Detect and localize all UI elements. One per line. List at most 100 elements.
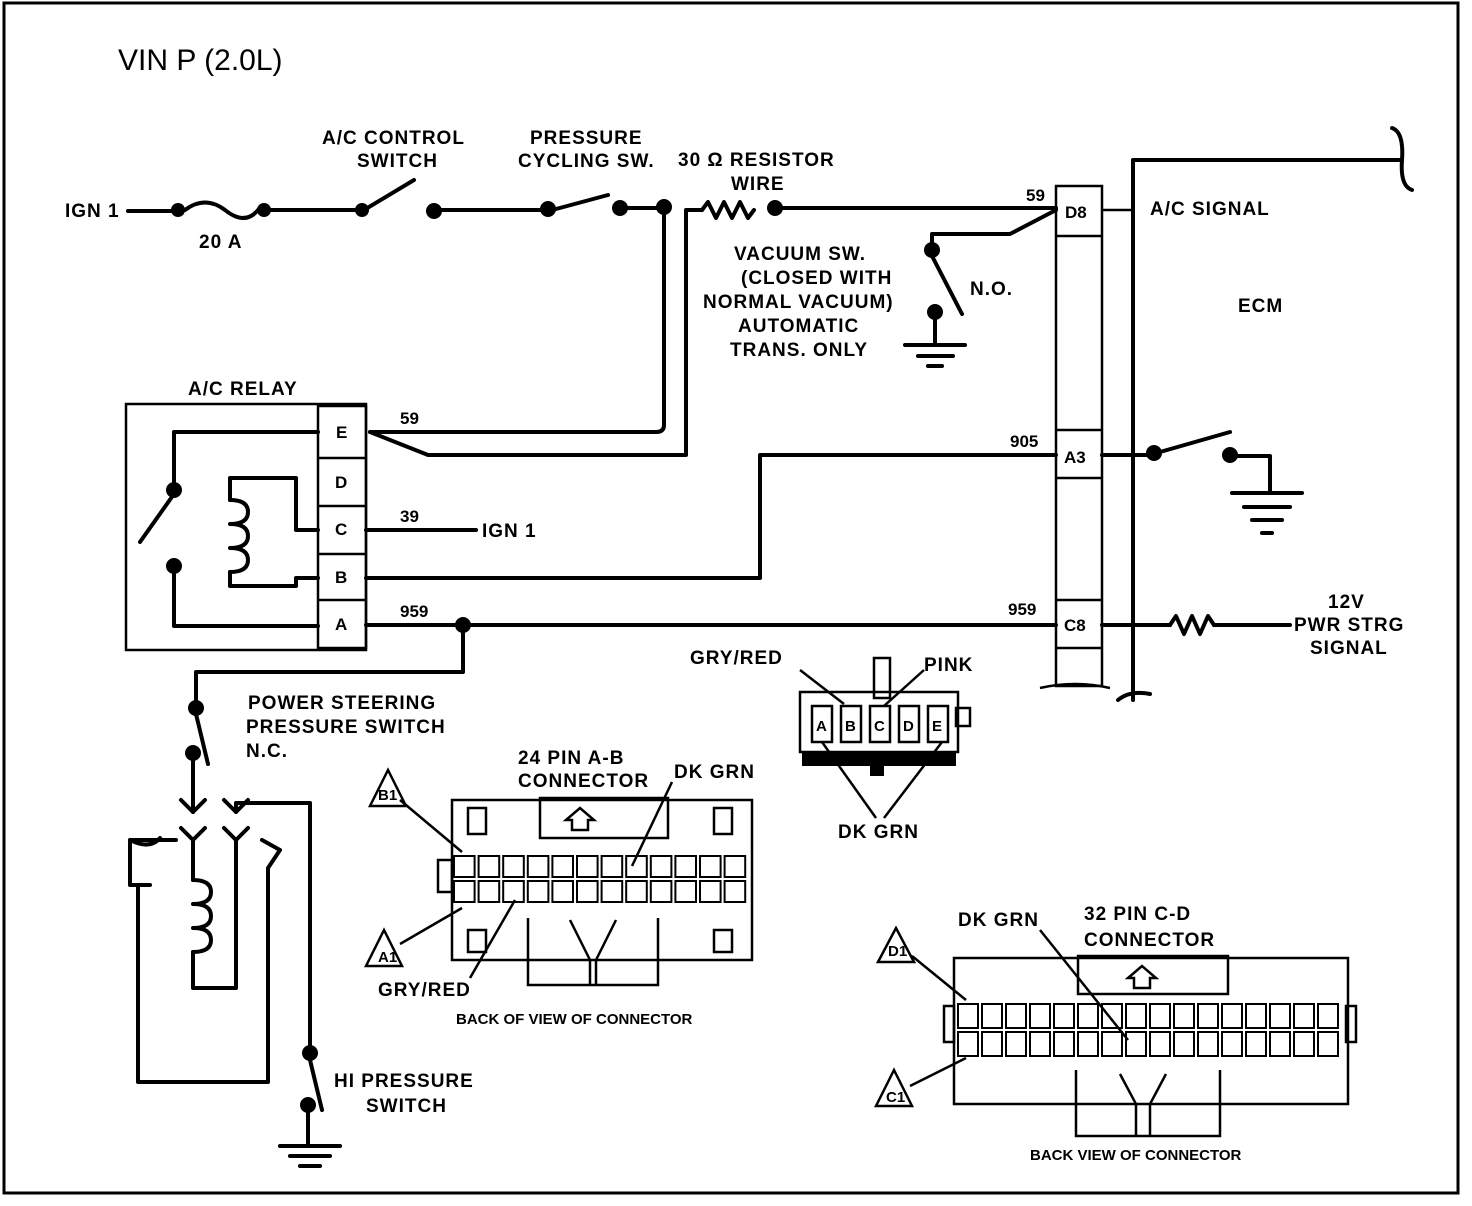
connector-24-cavities (453, 855, 747, 903)
connector-cavity (502, 880, 525, 903)
triangle-a1-leader (399, 906, 463, 946)
ecm-connector-strip (1039, 184, 1111, 690)
connector-cavity (649, 880, 673, 903)
small-connector-pin-label: A (816, 718, 827, 735)
pressure-cycling-label-1: PRESSURE (530, 128, 643, 149)
connector-cavity (453, 880, 476, 903)
connector-cavity (625, 880, 648, 903)
vacuum-label-4: AUTOMATIC (738, 316, 859, 337)
connector-24-pin (436, 796, 754, 987)
hi-pressure-label-2: SWITCH (366, 1096, 447, 1117)
connector-cavity (723, 855, 747, 878)
conn32-label-1: 32 PIN C-D (1084, 904, 1191, 925)
ecm-pin-a3: A3 (1064, 448, 1086, 467)
small-connector-pin-e (926, 704, 950, 744)
conn24-label-1: 24 PIN A-B (518, 748, 624, 769)
connector-cavity (957, 1031, 979, 1057)
conn24-label-2: CONNECTOR (518, 771, 649, 792)
connector-cavity (674, 855, 698, 878)
dk-grn-32-label: DK GRN (958, 910, 1039, 931)
connector-32-cavities (957, 1003, 1339, 1057)
wire-number-905: 905 (1010, 432, 1038, 451)
fuse-label: 20 A (199, 232, 242, 253)
triangle-b1-leader (399, 799, 463, 853)
hi-pressure-switch (278, 1045, 342, 1168)
wire-resistor-return (368, 208, 704, 457)
connector-cavity (1293, 1003, 1315, 1029)
connector-cavity (551, 880, 575, 903)
connector-cavity (1293, 1031, 1315, 1057)
connector-cavity (1077, 1031, 1099, 1057)
connector-cavity (1053, 1003, 1075, 1029)
relay-pin-b: B (335, 568, 347, 587)
connector-32-pin (942, 954, 1358, 1138)
dk-grn-leader-e (883, 741, 943, 819)
connector-cavity (1005, 1031, 1027, 1057)
ps-switch-label-2: PRESSURE SWITCH (246, 717, 446, 738)
wire-number-59-top: 59 (1026, 186, 1045, 205)
dk-grn-leader-a (820, 741, 878, 819)
pwr-strg-label-3: SIGNAL (1310, 638, 1388, 659)
wire-959-to-ps-switch (194, 628, 465, 706)
triangle-c1: C1 (886, 1089, 905, 1106)
power-steering-pressure-switch (185, 700, 210, 814)
triangle-d1-leader (911, 955, 967, 1001)
vacuum-switch (903, 242, 967, 368)
connector-cavity (453, 855, 476, 878)
ac-control-switch (355, 178, 442, 219)
connector-cavity (649, 855, 673, 878)
ac-control-label-1: A/C CONTROL (322, 128, 465, 149)
connector-cavity (981, 1003, 1003, 1029)
page-title: VIN P (2.0L) (118, 44, 283, 77)
wire-number-59-relay: 59 (400, 409, 419, 428)
wire-905-relay-b-to-a3 (364, 453, 1058, 580)
connector-cavity (477, 880, 501, 903)
connector-cavity (674, 880, 698, 903)
ac-relay-label: A/C RELAY (188, 379, 298, 400)
ps-switch-label-3: N.C. (246, 741, 288, 762)
ac-relay-pin-strip (316, 404, 368, 650)
connector-cavity (502, 855, 525, 878)
connector-cavity (981, 1031, 1003, 1057)
connector-cavity (1101, 1003, 1123, 1029)
small-connector-pin-label: E (932, 718, 942, 735)
relay-pin-d: D (335, 473, 347, 492)
connector-cavity (1101, 1031, 1123, 1057)
vacuum-label-2: (CLOSED WITH (741, 268, 892, 289)
node-resistor-out (767, 200, 783, 216)
wire-number-39: 39 (400, 507, 419, 526)
triangle-b1: B1 (378, 787, 397, 804)
connector-cavity (600, 855, 624, 878)
gry-red-24-leader (468, 899, 517, 979)
connector-cavity (1005, 1003, 1027, 1029)
connector-cavity (1221, 1003, 1243, 1029)
dk-grn-24-label: DK GRN (674, 762, 755, 783)
back-view-24-label: BACK OF VIEW OF CONNECTOR (456, 1011, 693, 1028)
connector-cavity (957, 1003, 979, 1029)
small-connector-pin-d (897, 704, 921, 744)
gry-red-24-label: GRY/RED (378, 980, 471, 1001)
back-view-32-label: BACK VIEW OF CONNECTOR (1030, 1147, 1242, 1164)
connector-cavity (1317, 1003, 1339, 1029)
ecm-a3-switch (1146, 430, 1304, 535)
ecm-boundary (1131, 158, 1402, 702)
ac-signal-label: A/C SIGNAL (1150, 199, 1270, 220)
ecm-boundary-break-top (1390, 126, 1414, 192)
connector-cavity (1317, 1031, 1339, 1057)
relay-connector-drawing (798, 656, 972, 776)
pwr-strg-label-1: 12V (1328, 592, 1365, 613)
pressure-cycling-switch (540, 193, 628, 217)
relay-pin-e: E (336, 423, 347, 442)
ign1-relay-label: IGN 1 (482, 521, 537, 542)
connector-cavity (600, 880, 624, 903)
ecm-boundary-break-bottom (1116, 690, 1152, 702)
connector-cavity (699, 855, 722, 878)
connector-cavity (723, 880, 747, 903)
ecm-pin-d8: D8 (1065, 203, 1087, 222)
pwr-strg-label-2: PWR STRG (1294, 615, 1404, 636)
triangle-a1-shape (363, 927, 405, 968)
connector-cavity (477, 855, 501, 878)
connector-cavity (526, 880, 550, 903)
vacuum-label-1: VACUUM SW. (734, 244, 866, 265)
